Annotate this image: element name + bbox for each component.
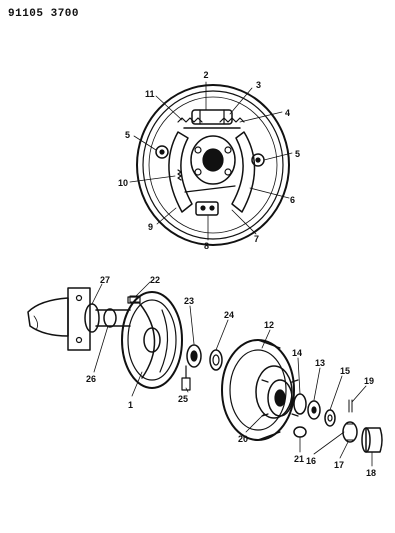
lower-backing-plate (121, 291, 183, 389)
wheel-cylinder (191, 109, 233, 125)
callout-1: 1 (128, 400, 133, 410)
brake-backing-plate (136, 84, 290, 246)
return-springs (177, 117, 245, 123)
wheel-nut (293, 426, 307, 438)
hub-and-studs (261, 379, 299, 417)
callout-25: 25 (178, 394, 188, 404)
callout-4: 4 (285, 108, 290, 118)
spindle-nut-and-cotter (342, 399, 358, 443)
callout-15: 15 (340, 366, 350, 376)
callout-22: 22 (150, 275, 160, 285)
inner-bearing (186, 344, 202, 368)
axle-hub-center (190, 135, 236, 185)
outer-bearing-parts (293, 393, 336, 427)
callout-10: 10 (118, 178, 128, 188)
callout-5b: 5 (295, 149, 300, 159)
adjuster-assembly (177, 169, 236, 216)
callout-20: 20 (238, 434, 248, 444)
grease-seal (209, 349, 223, 371)
bleeder-screw (127, 296, 141, 304)
hold-down-pins (155, 145, 265, 167)
callouts: 2 3 11 4 5 5 10 6 9 7 8 27 22 23 24 12 1… (86, 70, 376, 478)
mounting-bolt (181, 365, 191, 391)
callout-12: 12 (264, 320, 274, 330)
callout-9: 9 (148, 222, 153, 232)
callout-19: 19 (364, 376, 374, 386)
callout-16: 16 (306, 456, 316, 466)
dust-cap (361, 427, 383, 453)
lower-leader-lines (91, 281, 373, 467)
axle-shaft (95, 308, 131, 328)
brake-drum (221, 339, 295, 441)
callout-6: 6 (290, 195, 295, 205)
callout-8: 8 (204, 241, 209, 251)
callout-17: 17 (334, 460, 344, 470)
axle-housing (27, 287, 100, 351)
callout-11: 11 (145, 89, 155, 99)
callout-13: 13 (315, 358, 325, 368)
callout-24: 24 (224, 310, 234, 320)
callout-5a: 5 (125, 130, 130, 140)
callout-7: 7 (254, 234, 259, 244)
callout-3: 3 (256, 80, 261, 90)
page-code: 91105 3700 (8, 8, 80, 20)
callout-18: 18 (366, 468, 376, 478)
callout-27: 27 (100, 275, 110, 285)
callout-23: 23 (184, 296, 194, 306)
upper-leader-lines (129, 81, 293, 241)
callout-2: 2 (203, 70, 208, 80)
callout-21: 21 (294, 454, 304, 464)
callout-14: 14 (292, 348, 302, 358)
callout-26: 26 (86, 374, 96, 384)
